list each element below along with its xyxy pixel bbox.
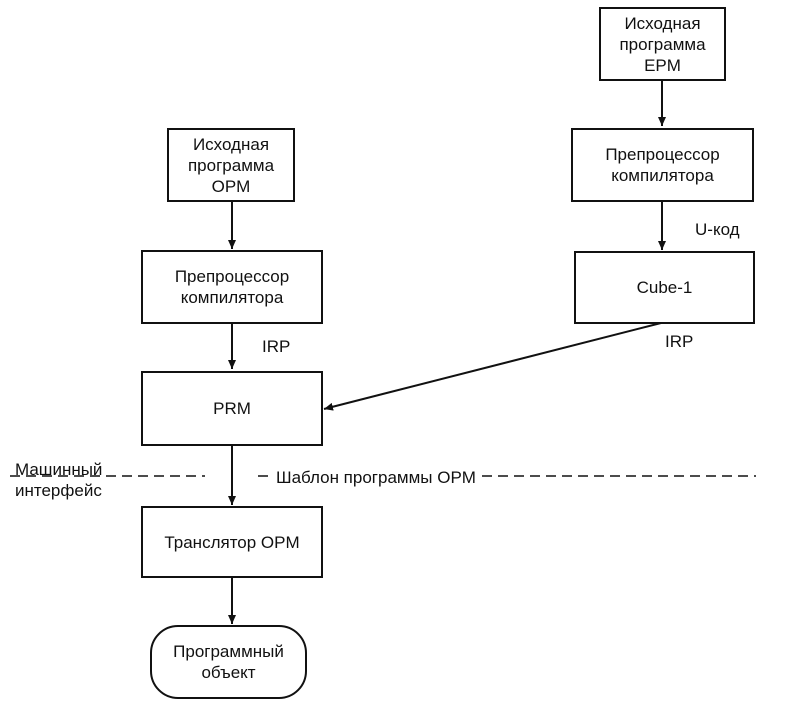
label-u-code: U-код [695, 219, 740, 240]
node-preprocessor-right: Препроцессор компилятора [571, 128, 754, 202]
node-cube-1: Cube-1 [574, 251, 755, 324]
node-preprocessor-left: Препроцессор компилятора [141, 250, 323, 324]
node-translator-opm: Транслятор OPM [141, 506, 323, 578]
node-source-opm: Исходная программа OPM [167, 128, 295, 202]
label-machine-interface: Машинный интерфейс [15, 460, 103, 500]
node-source-epm: Исходная программа EPM [599, 7, 726, 81]
label-irp-right: IRP [665, 331, 694, 352]
label-irp-left: IRP [262, 336, 291, 357]
arrow-cube-to-prm [323, 321, 666, 411]
node-prm: PRM [141, 371, 323, 446]
label-opm-template: Шаблон программы OPM [272, 467, 480, 488]
node-program-object: Программный объект [150, 625, 307, 699]
